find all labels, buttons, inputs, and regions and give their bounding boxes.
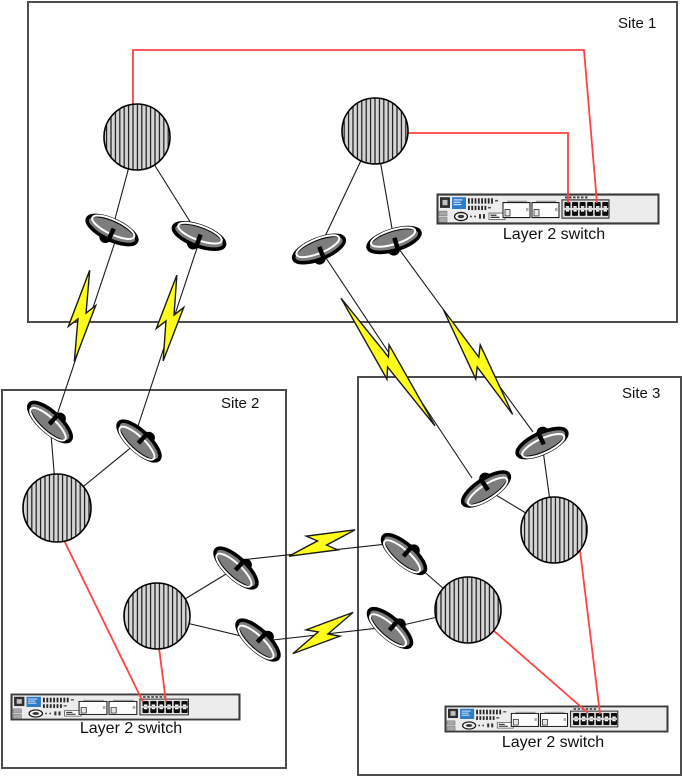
site-box-site1 xyxy=(27,1,678,323)
hub-site1-left xyxy=(103,103,171,171)
layer-bolts xyxy=(66,270,514,655)
site1-label: Site 1 xyxy=(618,15,657,32)
hub-site3-upper xyxy=(520,496,588,564)
hub-site3-middle xyxy=(434,576,502,644)
dish-s2-c-satellite-dish-icon xyxy=(213,546,259,590)
red-cable xyxy=(132,49,598,204)
layer-nodes xyxy=(22,97,588,662)
dish-s3-d-satellite-dish-icon xyxy=(366,606,414,650)
dish-s2-d-satellite-dish-icon xyxy=(235,618,281,662)
switch-site1 xyxy=(436,193,660,225)
hub-site2-lower xyxy=(123,582,191,650)
lightning-bolt-icon xyxy=(340,297,436,427)
switch-site2 xyxy=(10,693,241,721)
red-cable xyxy=(375,132,569,203)
dish-s3-a-satellite-dish-icon xyxy=(515,426,569,460)
switch-site1-caption: Layer 2 switch xyxy=(502,226,606,243)
hub-site1-right xyxy=(341,97,409,165)
dish-s2-a-satellite-dish-icon xyxy=(27,400,73,444)
dish-s1-b-satellite-dish-icon xyxy=(171,221,227,251)
lightning-bolt-icon xyxy=(292,611,354,655)
dish-s3-c-satellite-dish-icon xyxy=(380,532,428,576)
dish-s1-d-satellite-dish-icon xyxy=(366,225,422,256)
lightning-bolt-icon xyxy=(288,529,356,557)
switch-site3-caption: Layer 2 switch xyxy=(501,734,605,751)
dish-s2-b-satellite-dish-icon xyxy=(116,419,162,463)
dish-s1-c-satellite-dish-icon xyxy=(291,233,347,265)
layer-switches xyxy=(10,193,669,733)
dish-s3-b-satellite-dish-icon xyxy=(460,470,512,508)
site2-label: Site 2 xyxy=(221,395,260,412)
switch-site2-caption: Layer 2 switch xyxy=(79,720,183,737)
site-box-site3 xyxy=(357,376,682,776)
site3-label: Site 3 xyxy=(622,385,661,402)
dish-s1-a-satellite-dish-icon xyxy=(85,213,139,247)
red-cable xyxy=(157,639,167,703)
switch-site3 xyxy=(444,705,669,733)
hub-site2-upper xyxy=(22,473,92,543)
lightning-bolt-icon xyxy=(154,274,186,362)
lightning-bolt-icon xyxy=(442,309,514,415)
red-cable xyxy=(577,533,601,715)
lightning-bolt-icon xyxy=(66,270,98,362)
red-cable xyxy=(477,616,589,714)
site-box-site2 xyxy=(1,389,287,769)
red-cable xyxy=(57,527,144,703)
layer-red xyxy=(57,49,601,715)
